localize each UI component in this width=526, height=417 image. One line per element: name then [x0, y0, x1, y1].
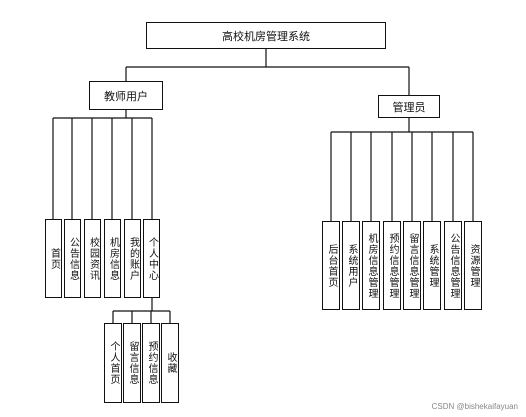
- personal-center-node: 个人中心: [143, 219, 160, 298]
- teacher-node: 教师用户: [89, 81, 163, 110]
- watermark: CSDN @bishekaifayuan: [431, 402, 518, 411]
- admin-child-node: 机房信息管理: [362, 221, 380, 310]
- admin-node: 管理员: [378, 95, 440, 118]
- node-label: 系统管理: [427, 243, 438, 288]
- admin-child-node: 留言信息管理: [403, 221, 421, 310]
- personal-center-child-node: 个人首页: [104, 323, 122, 403]
- teacher-label: 教师用户: [104, 89, 148, 103]
- admin-label: 管理员: [392, 100, 426, 114]
- node-label: 留言信息管理: [407, 232, 418, 299]
- root-label: 高校机房管理系统: [222, 29, 310, 43]
- teacher-child-node: 我的账户: [124, 219, 141, 298]
- admin-child-node: 后台首页: [322, 221, 340, 310]
- node-label: 我的账户: [127, 236, 139, 281]
- node-label: 个人中心: [146, 236, 158, 281]
- node-label: 系统用户: [346, 243, 357, 288]
- teacher-child-node: 首页: [45, 219, 62, 298]
- node-label: 预约信息管理: [387, 232, 398, 299]
- admin-child-node: 资源管理: [464, 221, 482, 310]
- node-label: 公告信息: [67, 236, 79, 281]
- admin-child-node: 系统管理: [423, 221, 441, 310]
- teacher-child-node: 机房信息: [104, 219, 121, 298]
- root-node: 高校机房管理系统: [146, 22, 386, 49]
- node-label: 资源管理: [468, 243, 479, 288]
- teacher-child-node: 校园资讯: [84, 219, 101, 298]
- teacher-child-node: 公告信息: [64, 219, 81, 298]
- node-label: 首页: [48, 247, 60, 270]
- admin-child-node: 系统用户: [342, 221, 360, 310]
- node-label: 后台首页: [326, 243, 337, 288]
- personal-center-child-node: 留言信息: [123, 323, 141, 403]
- node-label: 公告信息管理: [448, 232, 459, 299]
- node-label: 校园资讯: [87, 236, 99, 281]
- node-label: 机房信息: [107, 236, 119, 281]
- node-label: 留言信息: [127, 341, 138, 385]
- admin-child-node: 预约信息管理: [383, 221, 401, 310]
- personal-center-child-node: 收藏: [161, 323, 179, 403]
- node-label: 机房信息管理: [366, 232, 377, 299]
- personal-center-child-node: 预约信息: [142, 323, 160, 403]
- node-label: 预约信息: [146, 341, 157, 385]
- node-label: 收藏: [165, 352, 176, 374]
- admin-child-node: 公告信息管理: [444, 221, 462, 310]
- node-label: 个人首页: [108, 341, 119, 385]
